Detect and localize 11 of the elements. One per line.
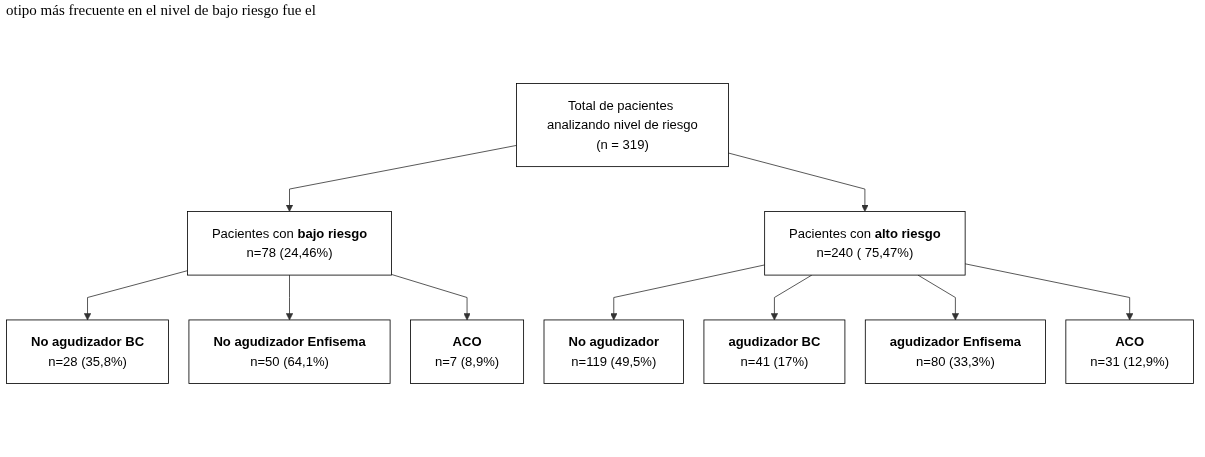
node-box: No agudizador BC n=28 (35,8%) bbox=[6, 319, 169, 384]
node-box: agudizador Enfisema n=80 (33,3%) bbox=[864, 319, 1046, 384]
node-box: ACO n=7 (8,9%) bbox=[410, 319, 524, 384]
node-box: ACO n=31 (12,9%) bbox=[1065, 319, 1194, 384]
node-box: Pacientes con bajo riesgo n=78 (24,46%) bbox=[187, 211, 392, 276]
node-box: No agudizador n=119 (49,5%) bbox=[543, 319, 684, 384]
node-box: Total de pacientes analizando nivel de riesgo (n = 319) bbox=[516, 83, 729, 168]
node-box: agudizador BC n=41 (17%) bbox=[703, 319, 846, 384]
node-box: No agudizador Enfisema n=50 (64,1%) bbox=[188, 319, 391, 384]
note-text: otipo más frecuente en el nivel de bajo riesgo fue el bbox=[6, 2, 317, 19]
node-box: Pacientes con alto riesgo n=240 ( 75,47%) bbox=[764, 211, 966, 276]
